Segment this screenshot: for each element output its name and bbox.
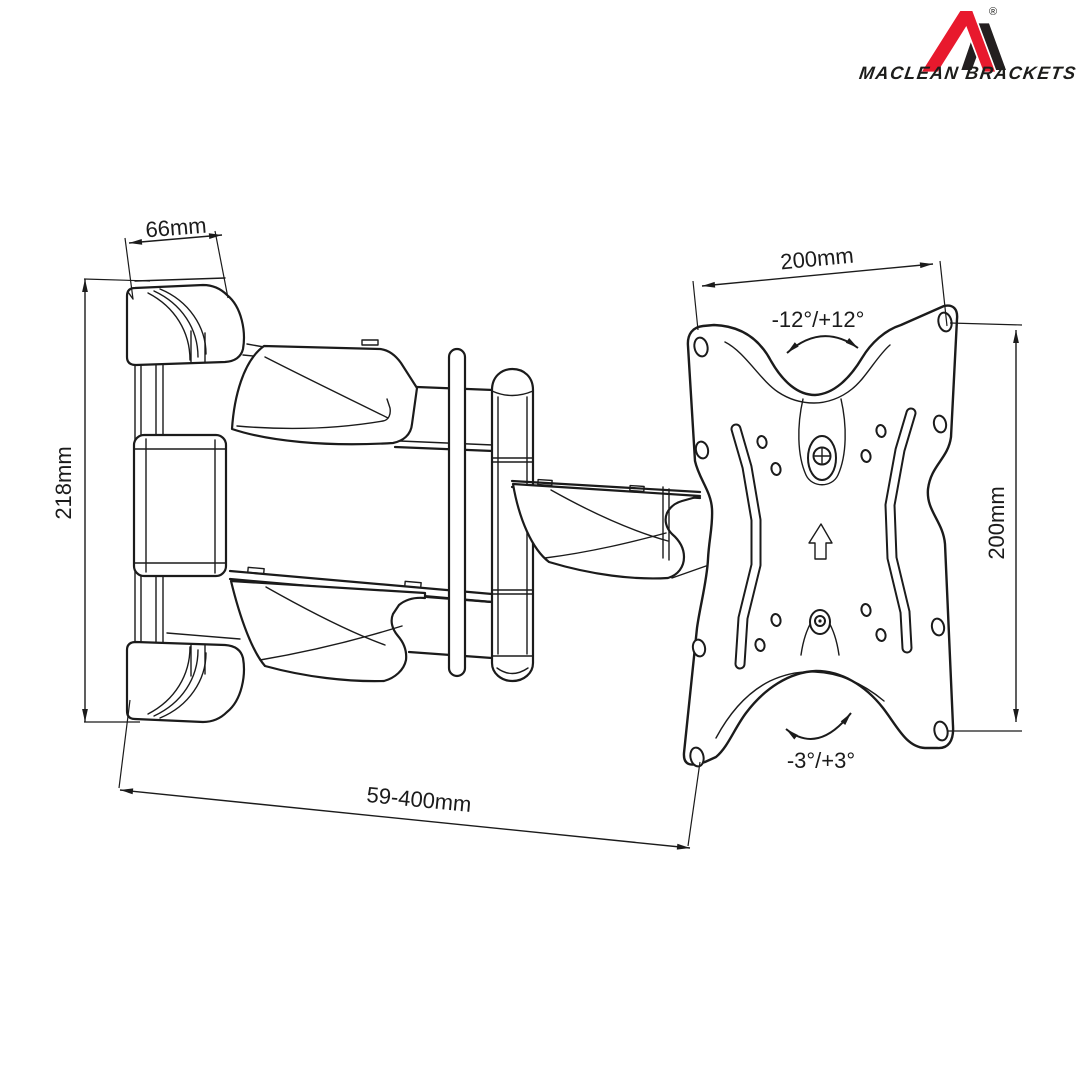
up-arrow-icon (808, 523, 833, 560)
second-arm-drawing (510, 478, 707, 580)
upper-arm-drawing (230, 339, 495, 453)
dimension-lines (82, 230, 1023, 850)
tilt-rotation-arrow (786, 335, 859, 354)
dim-label-rotation-range: -3°/+3° (786, 748, 856, 773)
swivel-rotation-arrow (785, 712, 852, 740)
dim-label-wall-plate-height: 218mm (51, 446, 76, 520)
brand-wordmark: MACLEAN BRACKETS (857, 63, 1079, 83)
dim-label-bracket-depth: 66mm (144, 212, 208, 243)
wall-bracket-drawing (125, 277, 245, 724)
dim-label-tilt-range: -12°/+12° (771, 307, 865, 332)
registered-trademark-symbol: ® (989, 6, 998, 18)
dim-label-plate-height: 200mm (984, 486, 1009, 560)
maclean-logo-icon (920, 9, 1006, 74)
elbow-joint-drawing (447, 347, 535, 683)
lower-arm-drawing (228, 566, 494, 683)
vesa-plate-drawing (682, 304, 959, 768)
